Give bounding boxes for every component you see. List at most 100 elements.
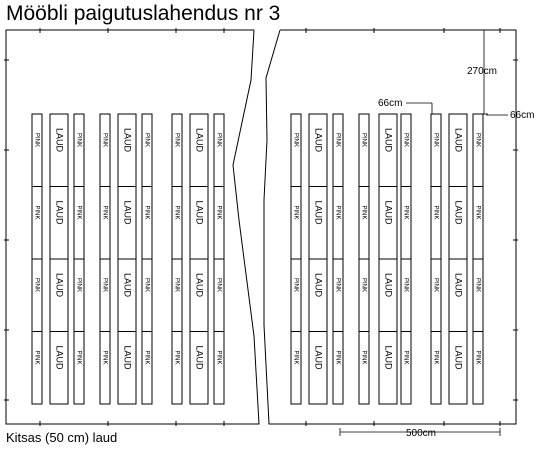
bench-label: PINK	[360, 278, 366, 292]
table-label: LAUD	[123, 200, 133, 225]
bench	[332, 186, 344, 260]
bench	[400, 258, 412, 332]
bench	[358, 113, 370, 187]
table	[378, 331, 398, 405]
bench-label: PINK	[75, 350, 81, 364]
bench-label: PINK	[173, 205, 179, 219]
table-label: LAUD	[454, 128, 464, 153]
bench-label: PINK	[474, 350, 480, 364]
bench-label: PINK	[292, 350, 298, 364]
table-label: LAUD	[55, 200, 65, 225]
right-room-wall	[263, 29, 517, 425]
bench	[141, 258, 153, 332]
bench-label: PINK	[360, 205, 366, 219]
bench-label: PINK	[215, 278, 221, 292]
bench	[141, 186, 153, 260]
bench	[73, 331, 85, 405]
bench	[73, 186, 85, 260]
table	[448, 331, 468, 405]
table-label: LAUD	[314, 273, 324, 298]
furniture-group: LAUD PINK PINK LAUD PINK PINK LAUD PINK PINK LAUD…	[31, 113, 484, 405]
bench	[358, 186, 370, 260]
dimension-aisle: 66cm	[378, 98, 433, 114]
table-label: LAUD	[55, 128, 65, 153]
bench	[171, 258, 183, 332]
bench	[358, 331, 370, 405]
bench	[472, 258, 484, 332]
bench-label: PINK	[33, 133, 39, 147]
dimension-label-top-gap: 270cm	[467, 66, 497, 77]
bench	[31, 258, 43, 332]
table-label: LAUD	[195, 345, 205, 370]
table-label: LAUD	[454, 345, 464, 370]
dimension-label-aisle: 66cm	[378, 98, 402, 109]
dimension-bottom-width: 500cm	[339, 428, 501, 439]
plan-title: Mööbli paigutuslahendus nr 3	[6, 2, 280, 25]
window-marks	[4, 28, 518, 426]
table-label: LAUD	[454, 273, 464, 298]
table-label: LAUD	[123, 273, 133, 298]
bench-label: PINK	[101, 133, 107, 147]
bench-label: PINK	[173, 278, 179, 292]
bench-label: PINK	[292, 278, 298, 292]
bench	[290, 258, 302, 332]
dimension-top-gap: 270cm	[467, 29, 497, 115]
dimension-label-side-gap: 66cm	[510, 110, 534, 121]
table-label: LAUD	[384, 345, 394, 370]
bench	[400, 186, 412, 260]
bench	[171, 331, 183, 405]
bench-label: PINK	[292, 133, 298, 147]
bench-label: PINK	[334, 278, 340, 292]
bench-label: PINK	[474, 278, 480, 292]
bench-label: PINK	[334, 350, 340, 364]
table-label: LAUD	[55, 273, 65, 298]
bench	[332, 331, 344, 405]
table-label: LAUD	[384, 128, 394, 153]
table	[117, 331, 137, 405]
table-label: LAUD	[123, 345, 133, 370]
bench	[430, 258, 442, 332]
table-label: LAUD	[195, 273, 205, 298]
table-label: LAUD	[384, 273, 394, 298]
table	[308, 331, 328, 405]
bench	[73, 258, 85, 332]
bench-label: PINK	[173, 133, 179, 147]
bench-label: PINK	[143, 278, 149, 292]
bench-label: PINK	[143, 205, 149, 219]
bench	[400, 331, 412, 405]
table-label: LAUD	[384, 200, 394, 225]
bench-label: PINK	[215, 205, 221, 219]
bench-label: PINK	[143, 350, 149, 364]
bench-label: PINK	[143, 133, 149, 147]
table-label: LAUD	[454, 200, 464, 225]
bench-label: PINK	[432, 278, 438, 292]
bench	[99, 113, 111, 187]
bench-label: PINK	[334, 133, 340, 147]
bench	[430, 113, 442, 187]
bench	[430, 331, 442, 405]
table-label: LAUD	[314, 128, 324, 153]
table-label: LAUD	[195, 128, 205, 153]
bench	[171, 186, 183, 260]
bench-label: PINK	[402, 133, 408, 147]
bench-label: PINK	[101, 278, 107, 292]
bench-label: PINK	[474, 133, 480, 147]
bench-label: PINK	[215, 133, 221, 147]
bench	[472, 331, 484, 405]
left-room-wall	[5, 29, 260, 425]
bench	[472, 186, 484, 260]
bench	[171, 113, 183, 187]
table-label: LAUD	[195, 200, 205, 225]
bench	[141, 113, 153, 187]
bench	[213, 331, 225, 405]
bench-label: PINK	[292, 205, 298, 219]
bench-label: PINK	[402, 205, 408, 219]
bench	[290, 186, 302, 260]
bench-label: PINK	[432, 133, 438, 147]
bench	[99, 186, 111, 260]
bench	[400, 113, 412, 187]
bench	[290, 331, 302, 405]
table-label: LAUD	[314, 200, 324, 225]
